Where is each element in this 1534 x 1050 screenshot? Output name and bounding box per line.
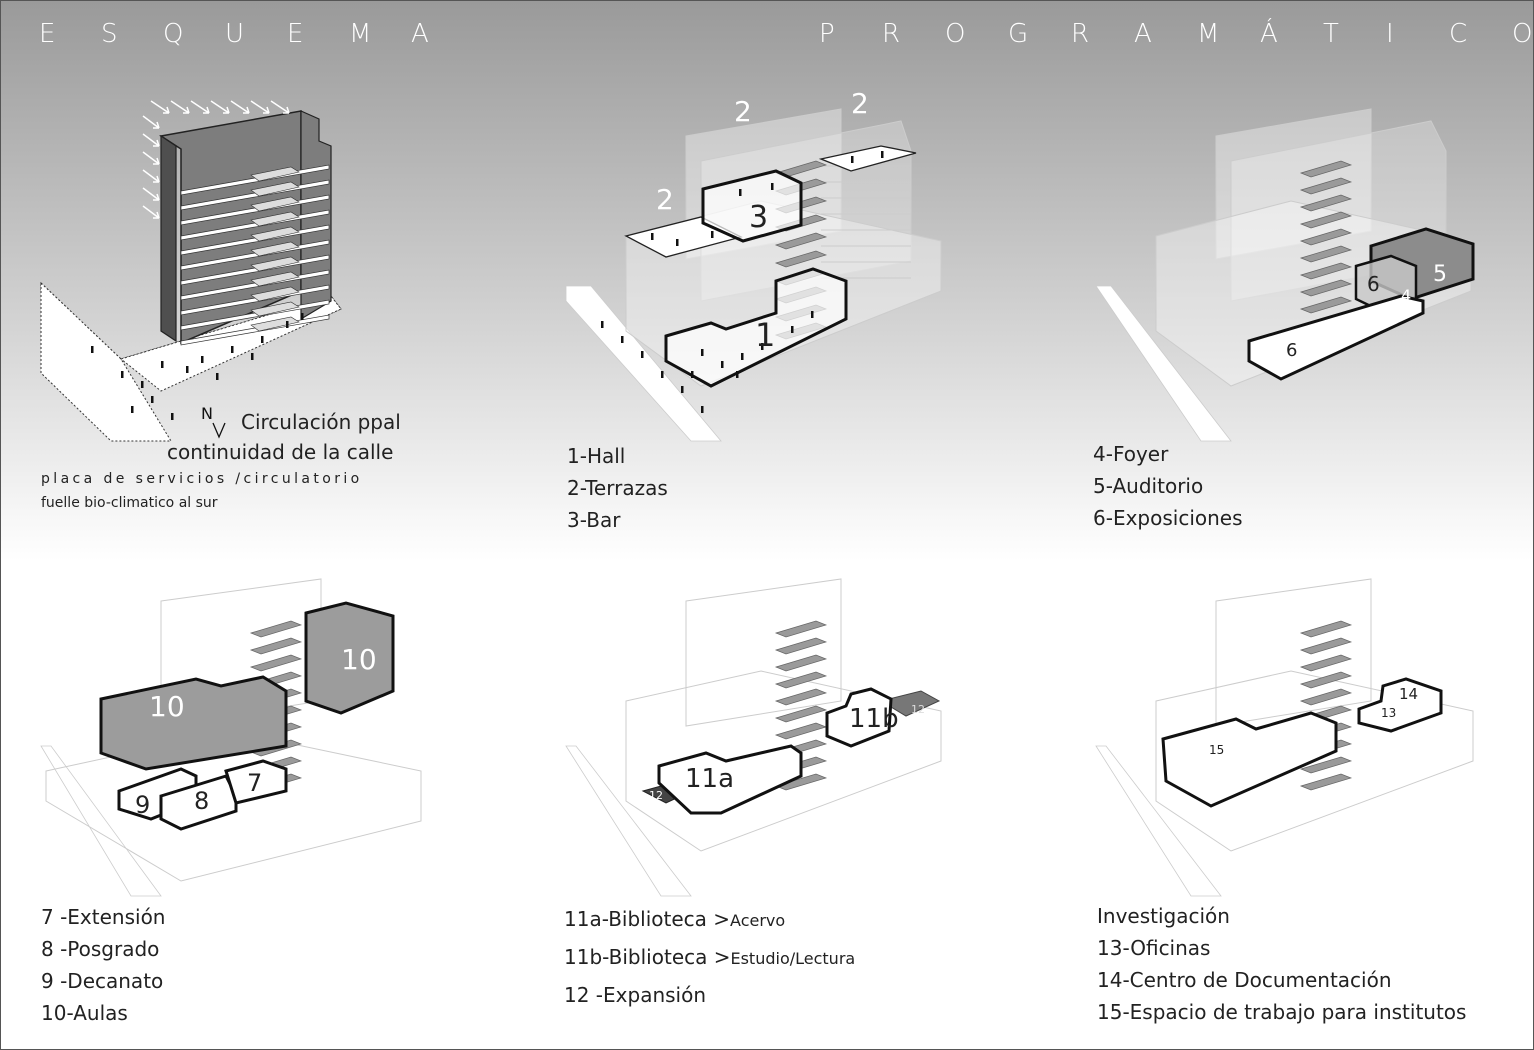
expansion-right [879,690,941,717]
legend-aulas: 10-Aulas [41,1001,128,1025]
hall-volume [664,267,848,388]
legend-expansion: 12 -Expansión [564,983,707,1007]
panel4-diagram: 7 8 9 10 10 [40,578,422,897]
label-6a: 6 [1367,272,1380,296]
panel5-diagram: 11a 11b 12 12 [565,578,942,897]
legend-institutos: 15-Espacio de trabajo para institutos [1097,1000,1467,1024]
north-arrow-icon [212,422,226,439]
label-12a: 12 [649,789,663,802]
panel1-caption-4: fuelle bio-climatico al sur [41,495,218,511]
legend-acervo: 11a-Biblioteca >Acervo [564,907,786,931]
label-14: 14 [1399,685,1418,703]
legend-documentacion: 14-Centro de Documentación [1097,968,1392,992]
legend-decanato: 9 -Decanato [41,969,164,993]
biblioteca-estudio [825,687,893,748]
label-2c: 2 [851,87,869,120]
panel1-caption-1: Circulación ppal [241,410,401,434]
label-13: 13 [1381,706,1396,720]
legend-exposiciones: 6-Exposiciones [1093,506,1243,530]
legend-hall: 1-Hall [567,444,626,468]
label-3: 3 [749,200,768,235]
label-4: 4 [1401,286,1411,305]
panel1-diagram: N [40,100,342,442]
panel5-legend: 11a-Biblioteca >Acervo 11b-Biblioteca >E… [564,901,855,1014]
legend-posgrado: 8 -Posgrado [41,937,160,961]
panel1-caption-3: placa de servicios /circulatorio [41,471,363,487]
exposiciones-slab [1247,294,1425,381]
people-figures [91,313,304,420]
panel1-caption-2: continuidad de la calle [167,440,394,464]
panel3-legend: 4-Foyer 5-Auditorio 6-Exposiciones [1093,438,1243,534]
legend-auditorio: 5-Auditorio [1093,474,1204,498]
label-7: 7 [247,769,262,797]
aulas-right [304,601,395,715]
biblioteca-acervo [657,744,803,815]
label-11b: 11b [849,704,899,734]
label-10b: 10 [341,643,377,676]
legend-extension: 7 -Extensión [41,905,166,929]
oficinas-volume [1357,677,1443,733]
institutos-volume [1161,711,1338,808]
legend-estudio: 11b-Biblioteca >Estudio/Lectura [564,945,856,969]
label-11a: 11a [685,764,734,794]
label-12b: 12 [911,703,925,716]
panel6-legend: Investigación 13-Oficinas 14-Centro de D… [1097,900,1466,1028]
label-15: 15 [1209,743,1224,757]
panel6-diagram: 13 14 15 [1095,578,1474,897]
extension-volume [224,759,288,805]
north-label: N [201,404,213,423]
street-strip [40,281,172,442]
panel2-diagram: 1 2 2 2 3 [565,87,942,442]
sun-arrows [142,100,290,219]
legend-foyer: 4-Foyer [1093,442,1169,466]
bar-volume [701,169,803,243]
panel4-legend: 7 -Extensión 8 -Posgrado 9 -Decanato 10-… [41,901,165,1029]
label-2a: 2 [656,183,674,216]
label-8: 8 [194,787,209,815]
legend-investigacion: Investigación [1097,904,1230,928]
label-6b: 6 [1286,340,1297,361]
legend-terrazas: 2-Terrazas [567,476,668,500]
label-10a: 10 [149,690,185,723]
label-5: 5 [1433,262,1447,287]
aulas-left [99,675,288,771]
panel2-legend: 1-Hall 2-Terrazas 3-Bar [567,440,668,536]
label-2b: 2 [734,95,752,128]
label-9: 9 [135,791,150,819]
legend-bar: 3-Bar [567,508,621,532]
label-1: 1 [755,316,775,354]
floor-slabs [180,164,330,346]
panel3-diagram: 4 5 6 6 [1095,108,1475,442]
terrace-right [818,145,917,172]
legend-oficinas: 13-Oficinas [1097,936,1211,960]
